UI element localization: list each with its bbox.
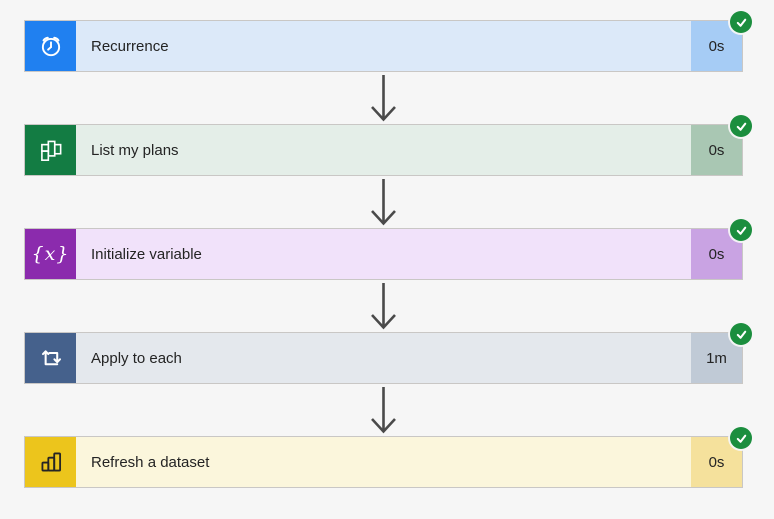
flow-step-list-my-plans[interactable]: List my plans 0s [24,115,752,176]
connector-arrow [371,75,396,122]
loop-icon-box [25,333,76,383]
step-label: Refresh a dataset [91,453,210,471]
duration-value: 0s [708,453,725,471]
success-badge [730,323,752,345]
success-badge [730,219,752,241]
step-body: Recurrence [76,21,691,71]
duration-value: 0s [708,141,725,159]
flow-step-apply-to-each[interactable]: Apply to each 1m [24,323,752,384]
step-body: Refresh a dataset [76,437,691,487]
success-badge [730,11,752,33]
checkmark-icon [736,122,746,131]
planner-grid-icon [40,140,61,161]
flow-step-refresh-a-dataset[interactable]: Refresh a dataset 0s [24,427,752,488]
step-label: Initialize variable [91,245,202,263]
step-label: List my plans [91,141,179,159]
flow-step-recurrence[interactable]: Recurrence 0s [24,11,752,72]
bar-chart-icon [41,452,61,472]
checkmark-icon [736,330,746,339]
checkmark-icon [736,434,746,443]
step-duration: 0s [691,21,742,71]
checkmark-icon [736,18,746,27]
duration-value: 0s [708,245,725,263]
success-badge [730,427,752,449]
checkmark-icon [736,226,746,235]
recurrence-icon-box [25,21,76,71]
step-label: Recurrence [91,37,169,55]
connector-arrow [371,179,396,226]
step-body: Initialize variable [76,229,691,279]
step-body: Apply to each [76,333,691,383]
planner-icon-box [25,125,76,175]
duration-value: 1m [706,349,727,367]
powerbi-icon-box [25,437,76,487]
duration-value: 0s [708,37,725,55]
step-label: Apply to each [91,349,182,367]
success-badge [730,115,752,137]
apply-to-each-loop-icon [41,350,61,366]
flow-step-initialize-variable[interactable]: {x} Initialize variable 0s [24,219,752,280]
connector-arrow [371,283,396,330]
step-body: List my plans [76,125,691,175]
variable-braces-icon: {x} [31,242,70,265]
variable-icon-box: {x} [25,229,76,279]
alarm-clock-icon [41,36,60,57]
connector-arrow [371,387,396,434]
